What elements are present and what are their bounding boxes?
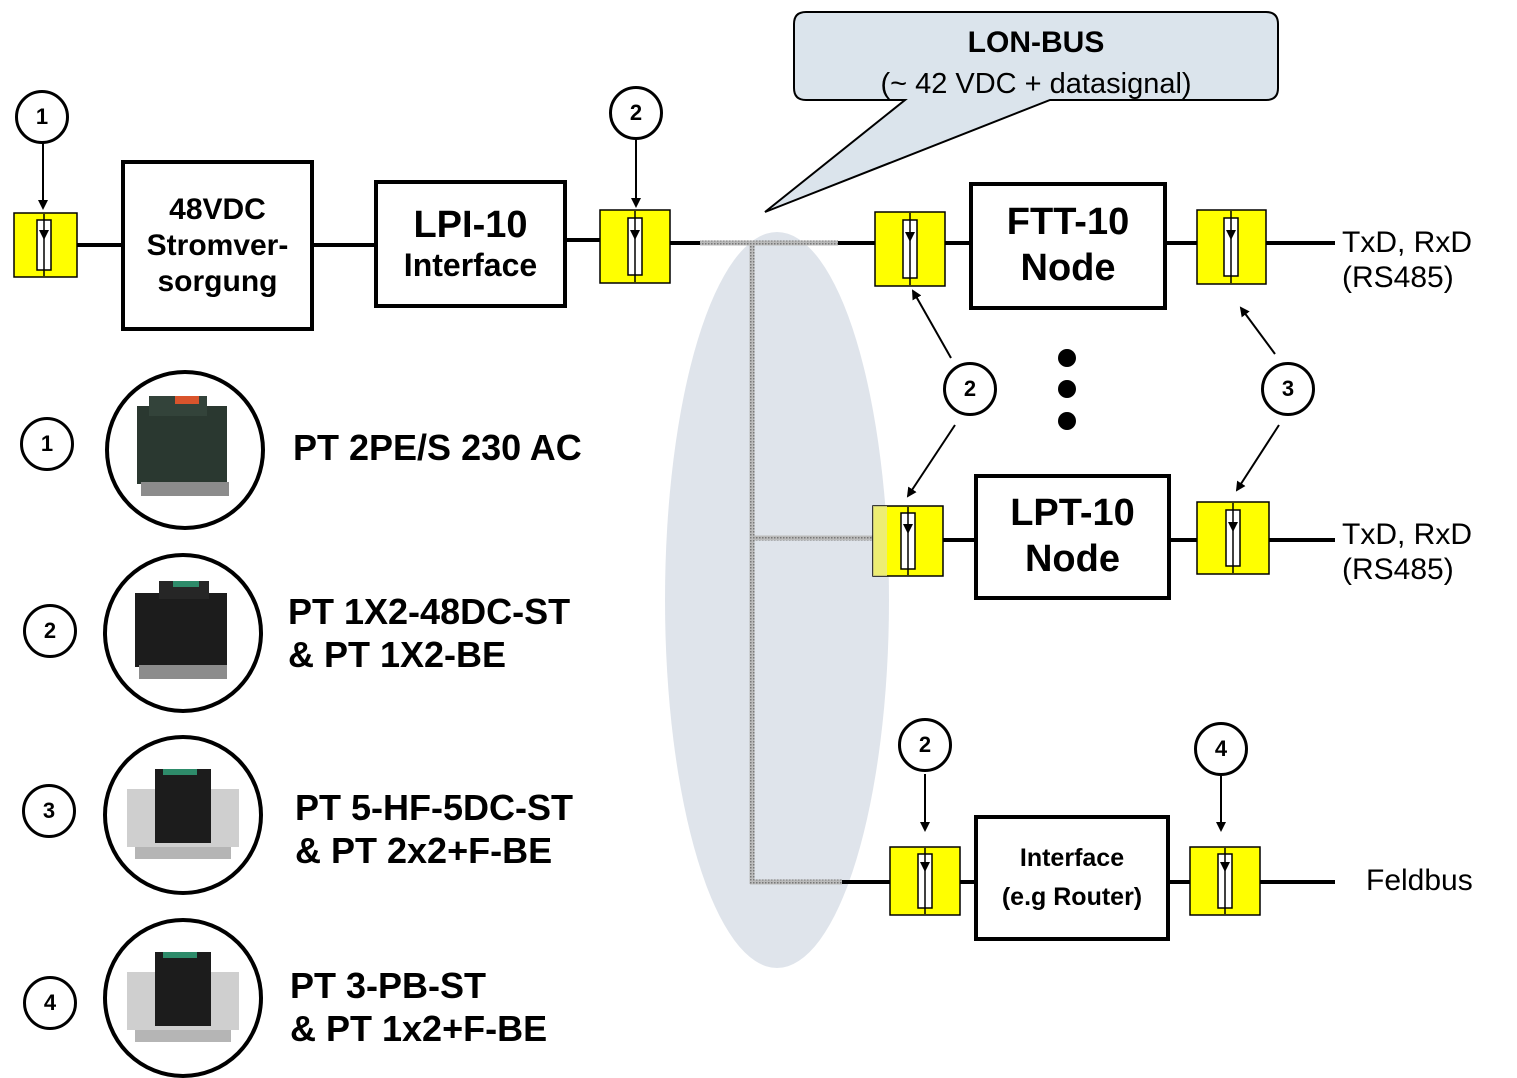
lpt-signal-label: TxD, RxD (RS485) (1342, 518, 1472, 586)
ftt-line-1: FTT-10 (1006, 201, 1130, 244)
bus-wires (77, 238, 1335, 884)
marker-nodes-left: 2 (943, 362, 997, 416)
router-line-1: Interface (1019, 844, 1125, 873)
callout-subtitle: (~ 42 VDC + datasignal) (880, 68, 1192, 100)
lpt-node-box: LPT-10 Node (974, 474, 1171, 600)
marker-power: 1 (15, 90, 69, 144)
legend-num-2: 2 (23, 604, 77, 658)
router-line-2: (e.g Router) (1001, 883, 1143, 911)
marker-lpi: 2 (609, 86, 663, 140)
lpi-line-1: LPI-10 (413, 204, 528, 246)
product-photo-icon (103, 553, 263, 713)
callout-title: LON-BUS (967, 26, 1105, 59)
surge-protector-icon (599, 209, 671, 284)
power-line-2: Stromver- (146, 228, 289, 262)
surge-protector-icon (1196, 501, 1270, 575)
legend-label-1: PT 2PE/S 230 AC (293, 427, 582, 468)
marker-nodes-right: 3 (1261, 362, 1315, 416)
marker-router-in: 2 (898, 718, 952, 772)
power-line-1: 48VDC (169, 192, 266, 226)
power-supply-box: 48VDC Stromver- sorgung (121, 160, 314, 331)
ftt-signal-label: TxD, RxD (RS485) (1342, 226, 1472, 294)
bus-trunk (700, 240, 875, 885)
marker-router-out: 4 (1194, 722, 1248, 776)
surge-protector-icon (1196, 209, 1267, 285)
ftt-line-2: Node (1020, 247, 1116, 289)
power-line-3: sorgung (157, 264, 278, 298)
lpi-interface-box: LPI-10 Interface (374, 180, 567, 308)
router-interface-box: Interface (e.g Router) (974, 815, 1170, 941)
product-photo-icon (103, 735, 263, 895)
lpt-line-1: LPT-10 (1010, 492, 1135, 535)
feldbus-label: Feldbus (1366, 864, 1473, 897)
surge-protector-icon (1189, 846, 1261, 916)
lon-bus-ellipse (665, 232, 889, 968)
legend-num-4: 4 (23, 976, 77, 1030)
surge-protector-icon (889, 846, 961, 916)
ftt-node-box: FTT-10 Node (969, 182, 1167, 310)
legend-label-4: PT 3-PB-ST & PT 1x2+F-BE (290, 965, 548, 1050)
product-photo-icon (103, 918, 263, 1078)
legend-label-3: PT 5-HF-5DC-ST & PT 2x2+F-BE (295, 787, 573, 872)
legend-label-2: PT 1X2-48DC-ST & PT 1X2-BE (288, 591, 571, 676)
lpi-line-2: Interface (403, 247, 538, 283)
legend-num-1: 1 (20, 417, 74, 471)
surge-protector-icon (872, 505, 944, 577)
legend-num-3: 3 (22, 784, 76, 838)
surge-protector-icon (874, 211, 946, 287)
surge-protector-icon (13, 212, 78, 278)
product-photo-icon (105, 370, 265, 530)
arrow-down-icon (38, 133, 1280, 832)
lpt-line-2: Node (1024, 538, 1120, 580)
callout-bubble (764, 11, 1279, 213)
ellipsis-dots-icon (1058, 349, 1076, 430)
